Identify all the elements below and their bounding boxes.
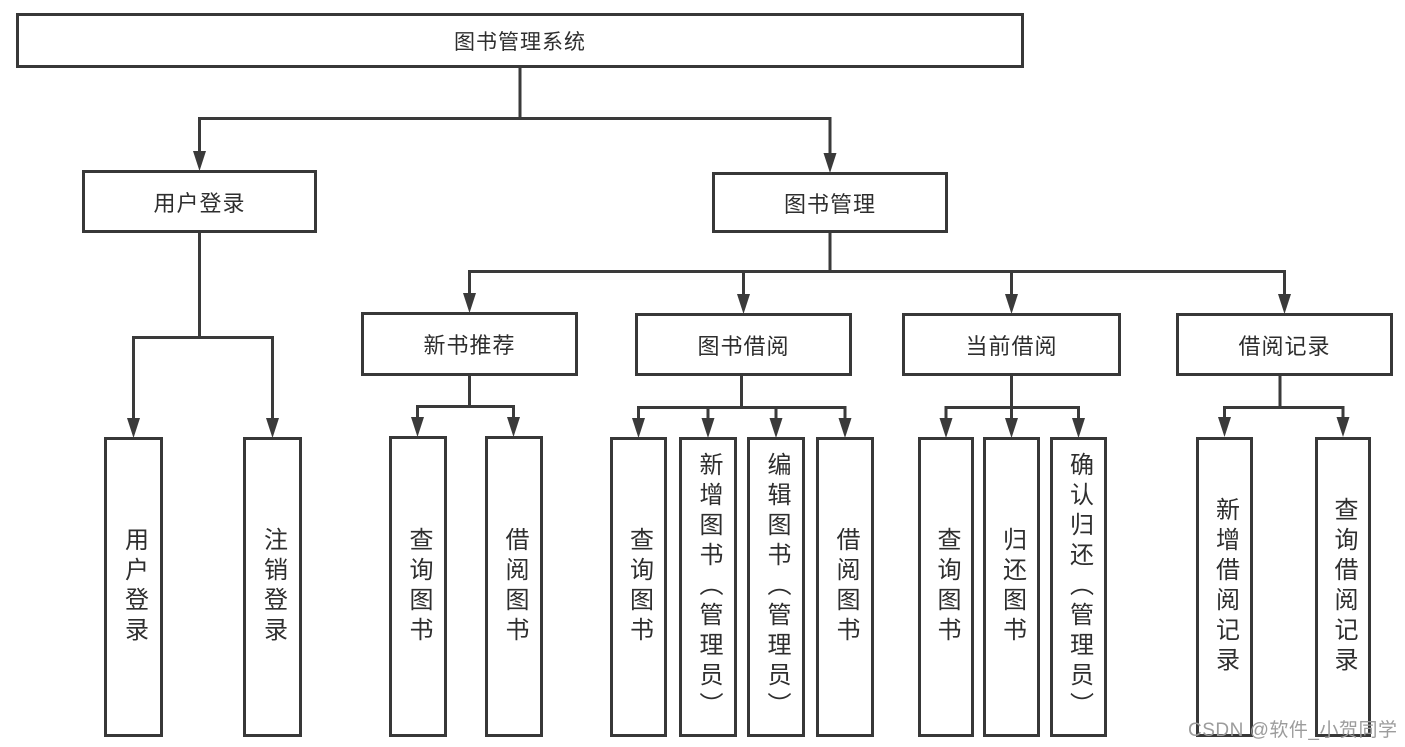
leaf-query-books: 查询图书 (389, 436, 447, 737)
arrowhead-icon (632, 418, 645, 438)
arrowhead-icon (769, 418, 783, 438)
arrowhead-icon (463, 293, 476, 313)
node-label: 图书借阅 (697, 333, 790, 359)
arrowhead-icon (266, 418, 279, 438)
arrowhead-icon (411, 417, 424, 437)
arrowhead-icon (838, 418, 852, 438)
leaf-borrow-books: 借阅图书 (485, 436, 543, 737)
node-label: 新书推荐 (423, 333, 516, 358)
connector-line (132, 336, 274, 420)
node-user-login: 用户登录 (82, 170, 317, 233)
node-library-system: 图书管理系统 (16, 13, 1024, 68)
arrowhead-icon (1336, 417, 1350, 437)
arrowhead-icon (127, 418, 140, 438)
leaf-add-books-admin: 新增图书（管理员） (679, 437, 737, 737)
arrowhead-icon (823, 153, 837, 173)
node-label: 图书管理 (783, 191, 876, 217)
node-label: 新增借阅记录 (1211, 497, 1239, 677)
node-label: 借阅图书 (832, 527, 859, 647)
arrowhead-icon (1278, 294, 1291, 314)
connector-line (637, 406, 847, 420)
leaf-query-borrow-record: 查询借阅记录 (1315, 437, 1371, 737)
node-label: 确认归还（管理员） (1065, 452, 1093, 722)
node-borrow-records: 借阅记录 (1176, 313, 1393, 376)
arrowhead-icon (701, 418, 715, 438)
node-new-book-recommend: 新书推荐 (361, 312, 578, 376)
connector-line (944, 406, 1080, 420)
leaf-query-books: 查询图书 (918, 437, 974, 737)
node-label: 查询图书 (405, 526, 432, 647)
leaf-borrow-books: 借阅图书 (816, 437, 874, 737)
arrowhead-icon (1005, 294, 1018, 314)
arrowhead-icon (193, 151, 206, 171)
leaf-add-borrow-record: 新增借阅记录 (1196, 437, 1253, 737)
leaf-confirm-return-admin: 确认归还（管理员） (1050, 437, 1107, 737)
node-label: 当前借阅 (965, 333, 1058, 359)
csdn-watermark: CSDN @软件_小贺同学 (1188, 720, 1398, 741)
arrowhead-icon (1218, 417, 1231, 437)
node-label: 借阅记录 (1238, 333, 1331, 359)
node-label: 新增图书（管理员） (695, 452, 722, 722)
node-label: 用户登录 (120, 527, 148, 647)
leaf-logout: 注销登录 (243, 437, 302, 737)
arrowhead-icon (507, 417, 520, 437)
leaf-return-books: 归还图书 (983, 437, 1040, 737)
node-label: 图书管理系统 (454, 30, 586, 54)
node-label: 编辑图书（管理员） (763, 452, 790, 722)
leaf-query-books: 查询图书 (610, 437, 667, 737)
connector-line (416, 405, 515, 419)
connector-line (468, 270, 1286, 296)
node-label: 查询图书 (933, 527, 960, 647)
arrowhead-icon (939, 418, 953, 438)
arrowhead-icon (737, 294, 750, 314)
node-label: 借阅图书 (501, 526, 528, 647)
connector-line (1223, 406, 1345, 419)
node-label: 用户登录 (153, 190, 246, 216)
node-label: 注销登录 (259, 527, 287, 647)
node-book-borrowing: 图书借阅 (635, 313, 852, 376)
arrowhead-icon (1005, 418, 1018, 438)
node-current-borrowing: 当前借阅 (902, 313, 1121, 376)
arrowhead-icon (1072, 418, 1085, 438)
leaf-user-login: 用户登录 (104, 437, 163, 737)
connector-line (198, 117, 832, 155)
node-label: 归还图书 (998, 527, 1026, 647)
node-label: 查询借阅记录 (1330, 497, 1357, 677)
node-book-management: 图书管理 (712, 172, 948, 233)
node-label: 查询图书 (625, 527, 653, 647)
leaf-edit-books-admin: 编辑图书（管理员） (747, 437, 805, 737)
